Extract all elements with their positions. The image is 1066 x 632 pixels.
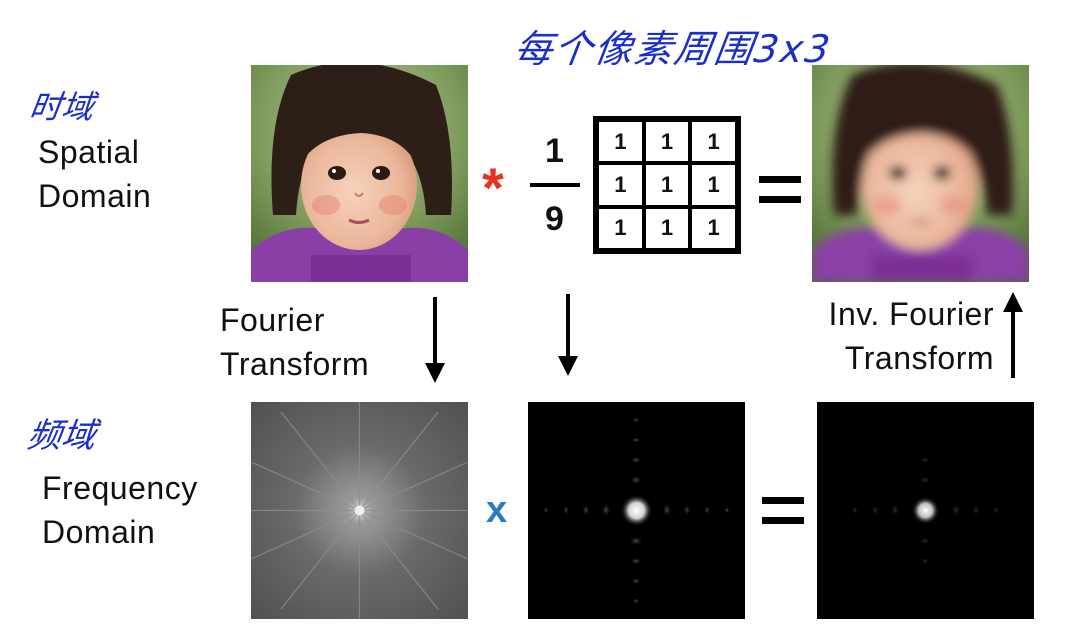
equals-top-bar-2 <box>759 196 801 203</box>
fourier-transform-line-2: Transform <box>220 346 370 382</box>
spatial-domain-note: 时域 <box>27 88 97 126</box>
equals-sign-bottom <box>762 497 804 525</box>
image-spectrum-graphic <box>251 402 468 619</box>
kernel-spectrum <box>528 402 745 619</box>
inverse-fourier-transform-label: Inv. Fourier Transform <box>808 292 994 380</box>
inverse-fourier-transform-line-2: Transform <box>844 340 994 376</box>
equals-sign-top <box>759 176 801 204</box>
convolution-operator: * <box>482 156 504 219</box>
kernel-cell: 1 <box>690 206 737 250</box>
original-photo <box>251 65 468 282</box>
fourier-transform-label: Fourier Transform <box>220 298 369 386</box>
kernel-cell: 1 <box>643 163 691 207</box>
equals-bottom-bar-1 <box>762 497 804 504</box>
fourier-transform-line-1: Fourier <box>220 302 325 338</box>
frequency-domain-line-2: Domain <box>42 514 156 550</box>
kernel-cell: 1 <box>643 120 691 164</box>
blurred-photo-image <box>812 65 1029 282</box>
frequency-domain-note: 频域 <box>24 416 99 456</box>
frequency-domain-label: Frequency Domain <box>42 466 198 554</box>
multiply-operator: x <box>486 489 508 531</box>
kernel-cell: 1 <box>597 206 644 250</box>
original-photo-image <box>251 65 468 282</box>
equals-bottom-bar-2 <box>762 517 804 524</box>
kernel-numerator: 1 <box>545 132 564 170</box>
product-spectrum-graphic <box>851 456 1000 565</box>
kernel-cell: 1 <box>597 163 644 207</box>
kernel-cell: 1 <box>690 120 737 164</box>
spatial-domain-line-2: Domain <box>38 178 152 214</box>
equals-top-bar-1 <box>759 176 801 183</box>
kernel-denominator: 9 <box>545 200 564 238</box>
kernel-cell: 1 <box>597 120 644 164</box>
kernel-note: 每个像素周围3x3 <box>511 27 835 71</box>
spatial-domain-line-1: Spatial <box>38 134 140 170</box>
inverse-fourier-transform-line-1: Inv. Fourier <box>828 296 994 332</box>
blurred-photo <box>812 65 1029 282</box>
product-spectrum <box>817 402 1034 619</box>
spatial-domain-label: Spatial Domain <box>38 130 151 218</box>
kernel-cell: 1 <box>690 163 737 207</box>
kernel-cell: 1 <box>643 206 691 250</box>
down-arrow-left-icon <box>425 297 445 383</box>
kernel-grid: 1 1 1 1 1 1 1 1 1 <box>593 116 741 254</box>
up-arrow-right-icon <box>1003 292 1023 378</box>
kernel-spectrum-graphic <box>543 417 730 604</box>
image-spectrum <box>251 402 468 619</box>
kernel-fraction-bar <box>530 183 580 187</box>
down-arrow-middle-icon <box>558 294 578 376</box>
frequency-domain-line-1: Frequency <box>42 470 198 506</box>
